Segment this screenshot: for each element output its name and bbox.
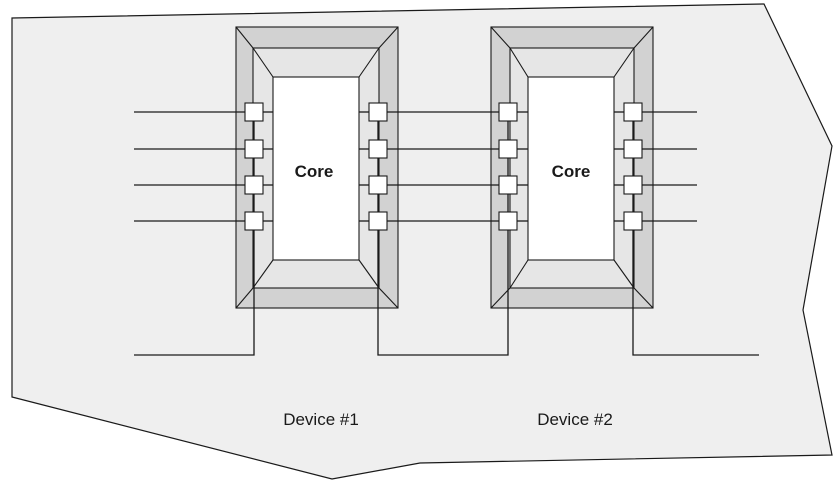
boundary-scan-cell [498,102,518,122]
boundary-scan-cell [498,139,518,159]
device-1-cells [244,102,388,231]
boundary-scan-cell [244,102,264,122]
device-1-core-label: Core [295,162,334,181]
boundary-scan-cell [368,211,388,231]
board-background [11,3,833,480]
device-2-core-label: Core [552,162,591,181]
boundary-scan-cell [244,211,264,231]
boundary-scan-cell [368,139,388,159]
boundary-scan-cell [498,175,518,195]
boundary-scan-cell [368,102,388,122]
device-1-core [272,76,360,261]
device-1: Core [235,26,399,309]
boundary-scan-cell [498,211,518,231]
chain-link-wire [377,112,509,356]
boundary-scan-cell [623,211,643,231]
device-2-label: Device #2 [537,410,613,429]
boundary-scan-cell [623,102,643,122]
boundary-scan-cell [244,139,264,159]
boundary-scan-cell [368,175,388,195]
device-2-core [527,76,615,261]
signal-lines [134,111,697,222]
boundary-scan-cell [623,139,643,159]
device-1-label: Device #1 [283,410,359,429]
device-2: Core [490,26,654,309]
boundary-scan-cell [623,175,643,195]
boundary-scan-cell [244,175,264,195]
device-2-cells [498,102,643,231]
